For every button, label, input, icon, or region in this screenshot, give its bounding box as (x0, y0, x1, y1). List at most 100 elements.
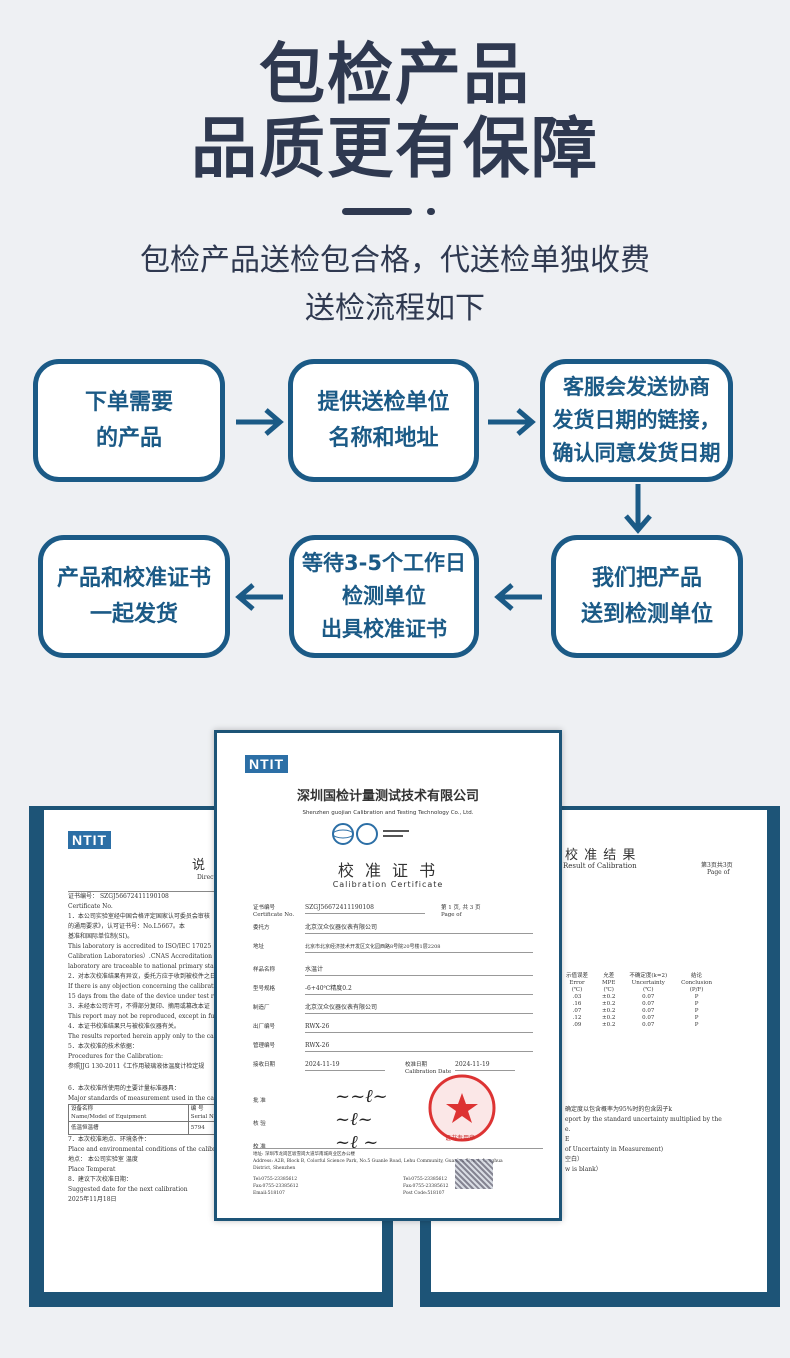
left-cert-no: SZGJ56672411190108 (99, 893, 169, 900)
left-body-line: laboratory are traceable to national pri… (68, 963, 235, 970)
front-title-en: Calibration Certificate (332, 880, 444, 889)
mfr: 北京汉众仪器仪表有限公司 (305, 1003, 533, 1014)
table-cell: ±0.2 (602, 994, 616, 1000)
flow-step-5-line3: 出具校准证书 (321, 617, 447, 641)
cal-label: 校准日期 (405, 1062, 428, 1068)
table-cell: 0.07 (642, 994, 655, 1000)
left-body-line: This report may not be reproduced, excep… (68, 1013, 232, 1020)
address-label: 地址 (253, 944, 265, 950)
front-company-en: Shenzhen guojian Calibration and Testing… (302, 810, 474, 816)
left-body-line: 地点： 本公司实验室 温度 (68, 1156, 138, 1163)
hero-title-line1: 包检产品 (259, 36, 531, 113)
cal-label-en: Calibration Date (405, 1069, 452, 1075)
flow-step-6-line1: 产品和校准证书 (56, 565, 211, 591)
flow-step-6: 产品和校准证书 一起发货 (38, 535, 230, 658)
left-body-line: Place and environmental conditions of th… (68, 1146, 232, 1153)
flow-step-4-line1: 我们把产品 (591, 565, 702, 591)
recv-label: 接收日期 (253, 1062, 276, 1068)
footer-post: Post Code:518107 (403, 1191, 445, 1196)
subtitle-line1: 包检产品送检包合格，代送检单独收费 (140, 243, 650, 278)
title-divider-dot (427, 208, 435, 215)
right-page: 第3页共3页 (701, 862, 733, 869)
table-cell: Conclusion (681, 980, 712, 986)
mfr-label: 制造厂 (253, 1005, 270, 1011)
equip-col1-en: Name/Model of Equipment (71, 1114, 147, 1120)
ntit-logo: NTIT (245, 755, 289, 773)
left-body-line: 7．本次校准地点、环境条件： (68, 1136, 150, 1143)
left-body-line: Place Temperat (68, 1166, 116, 1173)
calib-label: 校 准 (253, 1144, 266, 1150)
table-cell: 结论 (691, 973, 703, 979)
cert-no-label-en: Certificate No. (253, 912, 295, 918)
recv-date: 2024-11-19 (305, 1060, 385, 1071)
serial-label: 出厂编号 (253, 1024, 276, 1030)
flow-step-1: 下单需要 的产品 (33, 359, 225, 482)
left-body-line: If there is any objection concerning the… (68, 983, 233, 990)
signature-calib: ~ℓ ~ (335, 1132, 379, 1153)
left-cert-no-label: 证书编号： (68, 893, 99, 900)
arrow-right-icon (236, 408, 284, 436)
signature-checked: ~ℓ~ (335, 1109, 373, 1130)
table-cell: (P/F) (689, 987, 704, 993)
right-title-en: Result of Calibration (563, 862, 637, 870)
left-body-line: 1．本公司实验室经中国合格评定国家认可委员会审核 (68, 913, 210, 920)
table-cell: 0.07 (642, 1001, 655, 1007)
table-cell: .12 (572, 1015, 582, 1021)
model-label: 型号规格 (253, 986, 276, 992)
right-page-en: Page of (707, 869, 730, 876)
left-body-line: Calibration Laboratories）.CNAS Accredita… (68, 953, 230, 960)
table-cell: P (694, 1015, 699, 1021)
front-footer-line: District, Shenzhen (253, 1166, 296, 1171)
table-cell: MPE (602, 980, 616, 986)
footer-tel-2: Tel:0755-23385612 (403, 1177, 448, 1182)
footer-email: Email:518107 (253, 1191, 285, 1196)
left-cert-no-row: 证书编号： SZGJ56672411190108 (68, 892, 382, 902)
left-body-line: 2025年11月18日 (68, 1196, 117, 1203)
left-equip-title-en: Major standards of measurement used in t… (68, 1095, 240, 1102)
stamp-text: 证书专用章 (445, 1135, 476, 1142)
left-body-line: 15 days from the date of the device unde… (68, 993, 235, 1000)
page-info-en: Page of (441, 912, 462, 918)
cnas-logo-icon (332, 823, 409, 845)
right-note-line: 确定度以包含概率为95%时的包含因子k (565, 1106, 672, 1113)
footer-fax-2: Fax:0755-23385612 (403, 1184, 449, 1189)
left-body: 1．本公司实验室经中国合格评定国家认可委员会审核的通用要求》，认可证书号：No.… (68, 912, 382, 1072)
table-cell: .16 (572, 1001, 582, 1007)
right-note-line: 空白） (565, 1156, 584, 1163)
qr-code-icon (455, 1159, 493, 1189)
left-body-line: Procedures for the Calibration: (68, 1053, 164, 1060)
table-units-row: (℃)(℃)(℃)(P/F) (559, 987, 719, 994)
left-body-line: Suggested date for the next calibration (68, 1186, 188, 1193)
flow-step-2: 提供送检单位 名称和地址 (288, 359, 479, 482)
equip-col2: 编 号 (190, 1106, 204, 1112)
footer-tel: Tel:0755-23385612 (253, 1177, 298, 1182)
table-cell: P (694, 994, 699, 1000)
table-cell: Uncertainty (631, 980, 665, 986)
table-cell: P (694, 1008, 699, 1014)
signature-approved: ~~ℓ~ (335, 1086, 388, 1107)
cert-no-label: 证书编号 (253, 905, 276, 911)
table-cell: ±0.2 (602, 1022, 616, 1028)
left-body-line: 2．对本次校准结果有异议，委托方应于收到被校件之日 (68, 973, 216, 980)
equip-name: 低温恒温槽 (68, 1121, 189, 1135)
right-note-line: eport by the standard uncertainty multip… (565, 1116, 722, 1123)
certificate-front-page: NTIT 深圳国检计量测试技术有限公司 Shenzhen guojian Cal… (214, 730, 562, 1221)
flow-step-4-line2: 送到检测单位 (580, 601, 713, 627)
table-cell: 允差 (603, 973, 615, 979)
table-cell: P (694, 1022, 699, 1028)
front-company-cn: 深圳国检计量测试技术有限公司 (296, 789, 479, 804)
flow-step-3-line3: 确认同意发货日期 (552, 441, 721, 465)
model: -6+40℃精度0.2 (305, 984, 533, 995)
mgmt-label: 管理编号 (253, 1043, 276, 1049)
right-note-line: w is blank） (565, 1166, 602, 1173)
client-label: 委托方 (253, 925, 270, 931)
left-body-line: 参照JJG 130-2011《工作用玻璃液体温度计检定规 (68, 1063, 205, 1070)
mgmt: RWX-26 (305, 1041, 533, 1052)
desc-label: 样品名称 (253, 967, 276, 973)
left-body-line: 的通用要求》，认可证书号：No.L5667。本 (68, 923, 185, 930)
